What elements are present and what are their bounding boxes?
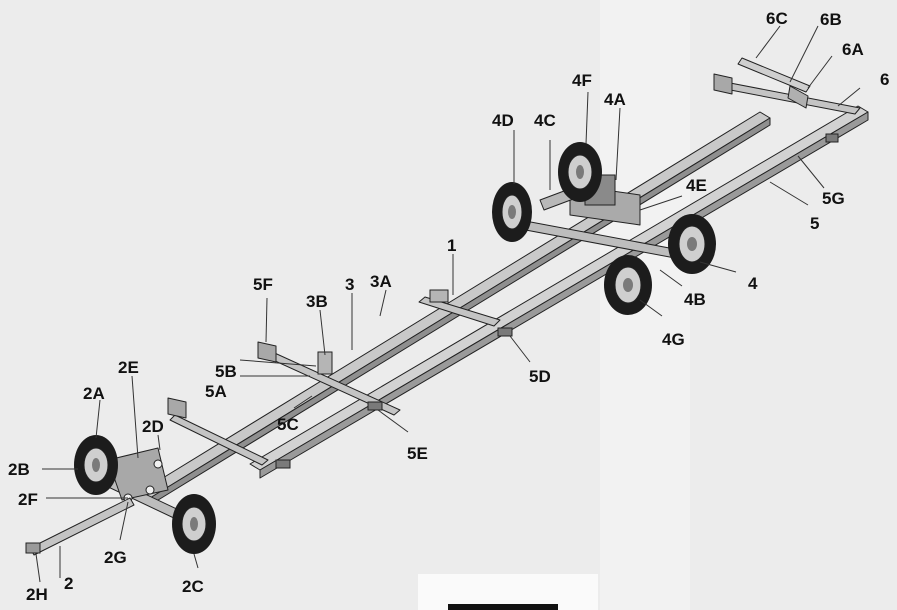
label-6c: 6C [766, 9, 788, 28]
wheel-4f [558, 142, 602, 202]
label-3: 3 [345, 275, 354, 294]
label-4f: 4F [572, 71, 592, 90]
label-5c: 5C [277, 415, 299, 434]
pad-5e [367, 401, 383, 411]
wheel-4d [492, 182, 532, 242]
label-6: 6 [880, 70, 889, 89]
label-6a: 6A [842, 40, 864, 59]
label-2a: 2A [83, 384, 105, 403]
pad-5d [497, 327, 513, 337]
hitch-2h [25, 542, 41, 554]
label-4e: 4E [686, 176, 707, 195]
label-2e: 2E [118, 358, 139, 377]
label-2b: 2B [8, 460, 30, 479]
pivot-2f [145, 485, 155, 495]
leader-lines [35, 25, 861, 583]
front-cross-member [169, 414, 269, 466]
label-2c: 2C [182, 577, 204, 596]
label-2h: 2H [26, 585, 48, 604]
pivot-2e [153, 459, 163, 469]
extension-rail-6b [787, 85, 809, 109]
label-5f: 5F [253, 275, 273, 294]
label-5a: 5A [205, 382, 227, 401]
extension-rail-6c [737, 57, 811, 93]
label-5d: 5D [529, 367, 551, 386]
label-4: 4 [748, 274, 758, 293]
label-5: 5 [810, 214, 819, 233]
wheel-4 [668, 214, 716, 274]
label-4g: 4G [662, 330, 685, 349]
label-4c: 4C [534, 111, 556, 130]
figure-caption-fragment [448, 604, 558, 610]
pad-front [275, 459, 291, 469]
bracket-2d [167, 397, 187, 419]
label-2d: 2D [142, 417, 164, 436]
bracket-6 [713, 73, 733, 95]
label-5b: 5B [215, 362, 237, 381]
bracket-5f [257, 341, 277, 363]
plate-1 [429, 289, 449, 303]
wheel-2a [74, 435, 118, 495]
label-5g: 5G [822, 189, 845, 208]
crossbar-5d [418, 296, 501, 327]
label-4a: 4A [604, 90, 626, 109]
label-4d: 4D [492, 111, 514, 130]
label-4b: 4B [684, 290, 706, 309]
label-6b: 6B [820, 10, 842, 29]
label-2g: 2G [104, 548, 127, 567]
label-5e: 5E [407, 444, 428, 463]
label-3b: 3B [306, 292, 328, 311]
main-rail-right-side [259, 111, 869, 479]
wheel-4g [604, 255, 652, 315]
pad-5g [825, 133, 839, 143]
label-2f: 2F [18, 490, 38, 509]
label-1: 1 [447, 236, 456, 255]
wheel-2c [172, 494, 216, 554]
label-2: 2 [64, 574, 73, 593]
label-3a: 3A [370, 272, 392, 291]
plate-3b [317, 351, 333, 375]
